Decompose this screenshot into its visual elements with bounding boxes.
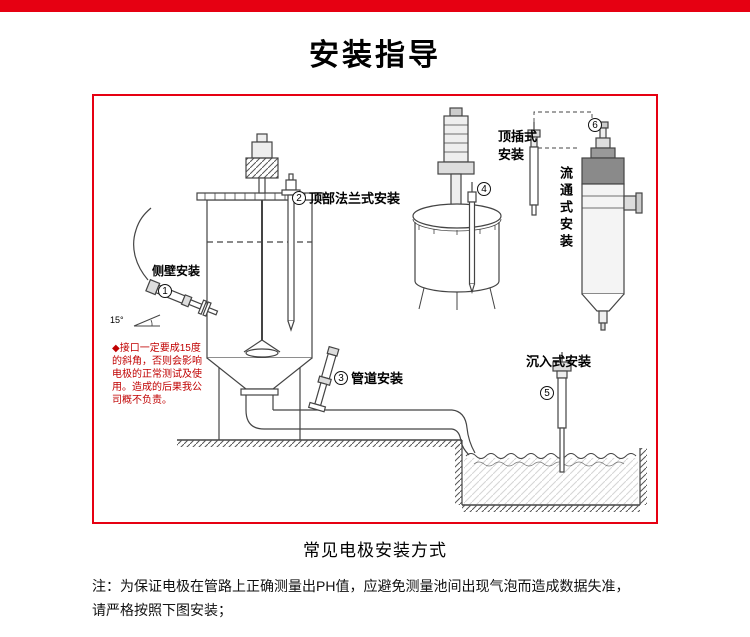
circle-number-5-icon: 5 <box>540 386 554 400</box>
top-red-bar <box>0 0 750 12</box>
label-15-degrees: 15° <box>110 315 124 325</box>
page-title: 安装指导 <box>309 39 441 72</box>
circle-number-4-icon: 4 <box>477 182 491 196</box>
label-top-flange: 2 顶部法兰式安装 <box>292 188 400 207</box>
footer-note-line1: 注：为保证电极在管路上正确测量出PH值，应避免测量池间出现气泡而造成数据失准， <box>92 578 630 594</box>
warning-note: ◆接口一定要成15度的斜角，否则会影响电极的正常测试及使用。造成的后果我公司概不… <box>112 343 202 406</box>
diagram-frame: 侧壁安装 1 2 顶部法兰式安装 3 管道安装 4 顶插式安装 沉入式安装 5 … <box>92 94 658 524</box>
circle-number-6-icon: 6 <box>588 118 602 132</box>
label-flow-through: 流通式安装 <box>558 166 573 251</box>
label-submerged: 沉入式安装 <box>526 354 592 369</box>
circle-number-3-icon: 3 <box>334 370 348 385</box>
installation-diagram <box>133 107 647 512</box>
label-top-insert: 顶插式安装 <box>498 129 538 162</box>
circle-number-1-icon: 1 <box>158 284 172 298</box>
label-pipeline-text: 管道安装 <box>351 371 404 386</box>
circle-number-2-icon: 2 <box>292 190 306 205</box>
label-top-flange-text: 顶部法兰式安装 <box>309 191 401 206</box>
label-pipeline: 3 管道安装 <box>334 368 403 387</box>
footer-note: 注：为保证电极在管路上正确测量出PH值，应避免测量池间出现气泡而造成数据失准， … <box>92 574 658 622</box>
footer-note-line2: 请严格按照下图安装； <box>92 602 232 618</box>
diagram-caption: 常见电极安装方式 <box>303 541 447 560</box>
label-side-wall: 侧壁安装 <box>152 264 201 278</box>
